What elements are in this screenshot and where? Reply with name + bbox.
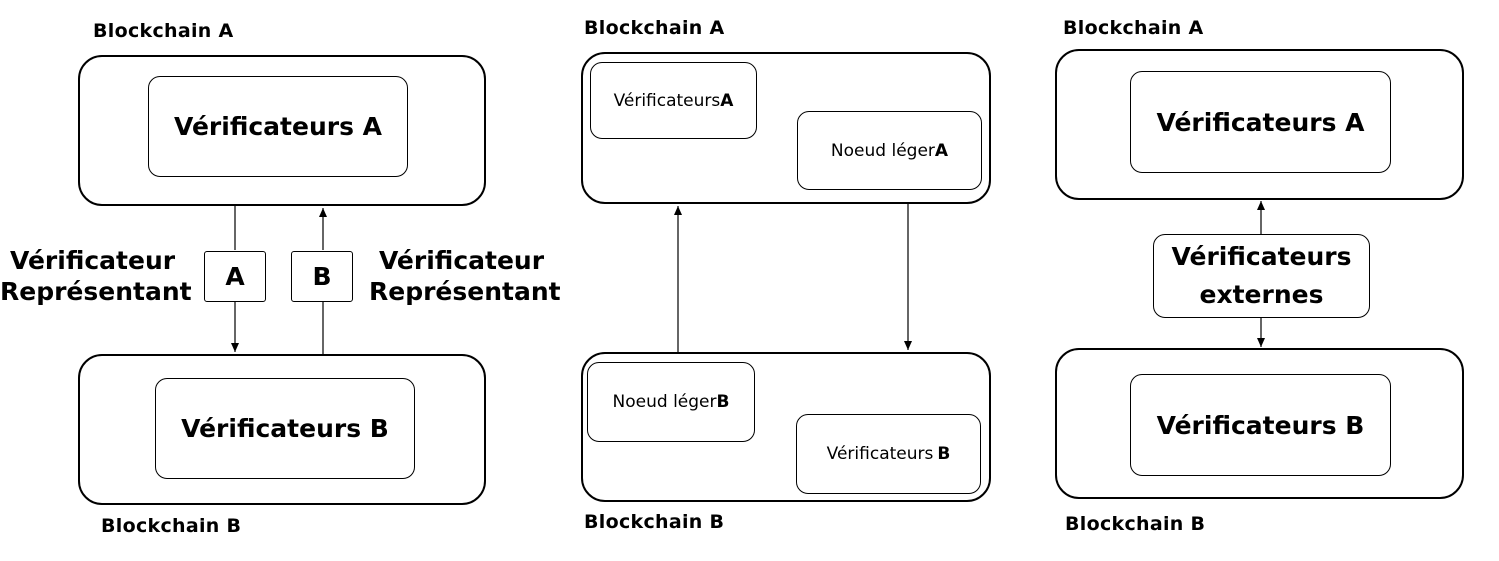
p2-validators-a: Vérificateurs A — [590, 62, 757, 139]
p2-top-caption: Blockchain A — [584, 17, 725, 39]
p1-rep-a-box: A — [204, 251, 266, 302]
p1-left-rep-line2: Représentant — [0, 277, 192, 306]
p2-light-node-b: Noeud léger B — [587, 362, 755, 442]
p3-external-validators: Vérificateurs externes — [1153, 234, 1370, 318]
p1-rep-b-box: B — [291, 251, 353, 302]
p1-left-rep-line1: Vérificateur — [10, 246, 176, 275]
p2-light-node-b-text: Noeud léger — [612, 392, 717, 412]
p2-validators-b: Vérificateurs B — [796, 414, 981, 494]
p3-external-line2: externes — [1199, 280, 1324, 309]
p1-validators-b: Vérificateurs B — [155, 378, 415, 479]
p2-light-node-a-suffix: A — [934, 140, 949, 161]
p3-validators-b: Vérificateurs B — [1130, 374, 1391, 476]
p2-validators-a-suffix: A — [720, 90, 734, 111]
p3-external-line1: Vérificateurs — [1171, 242, 1352, 271]
p1-right-rep-label: Vérificateur Représentant — [369, 245, 561, 307]
p1-bottom-caption: Blockchain B — [101, 515, 242, 537]
p3-validators-a: Vérificateurs A — [1130, 71, 1391, 173]
p2-bottom-caption: Blockchain B — [584, 511, 725, 533]
p2-validators-a-text: Vérificateurs — [613, 90, 721, 111]
p3-top-caption: Blockchain A — [1063, 17, 1204, 39]
p1-right-rep-line2: Représentant — [369, 277, 561, 306]
p2-light-node-a-text: Noeud léger — [830, 140, 935, 161]
p2-validators-b-text: Vérificateurs — [826, 444, 934, 464]
p2-validators-b-suffix: B — [937, 444, 951, 464]
p1-left-rep-label: Vérificateur Représentant — [0, 245, 192, 307]
p1-right-rep-line1: Vérificateur — [378, 246, 545, 275]
p2-light-node-b-suffix: B — [716, 392, 730, 412]
p3-bottom-caption: Blockchain B — [1065, 513, 1206, 535]
p1-top-caption: Blockchain A — [93, 20, 234, 42]
p1-validators-a: Vérificateurs A — [148, 76, 408, 177]
p2-light-node-a: Noeud léger A — [797, 111, 982, 190]
